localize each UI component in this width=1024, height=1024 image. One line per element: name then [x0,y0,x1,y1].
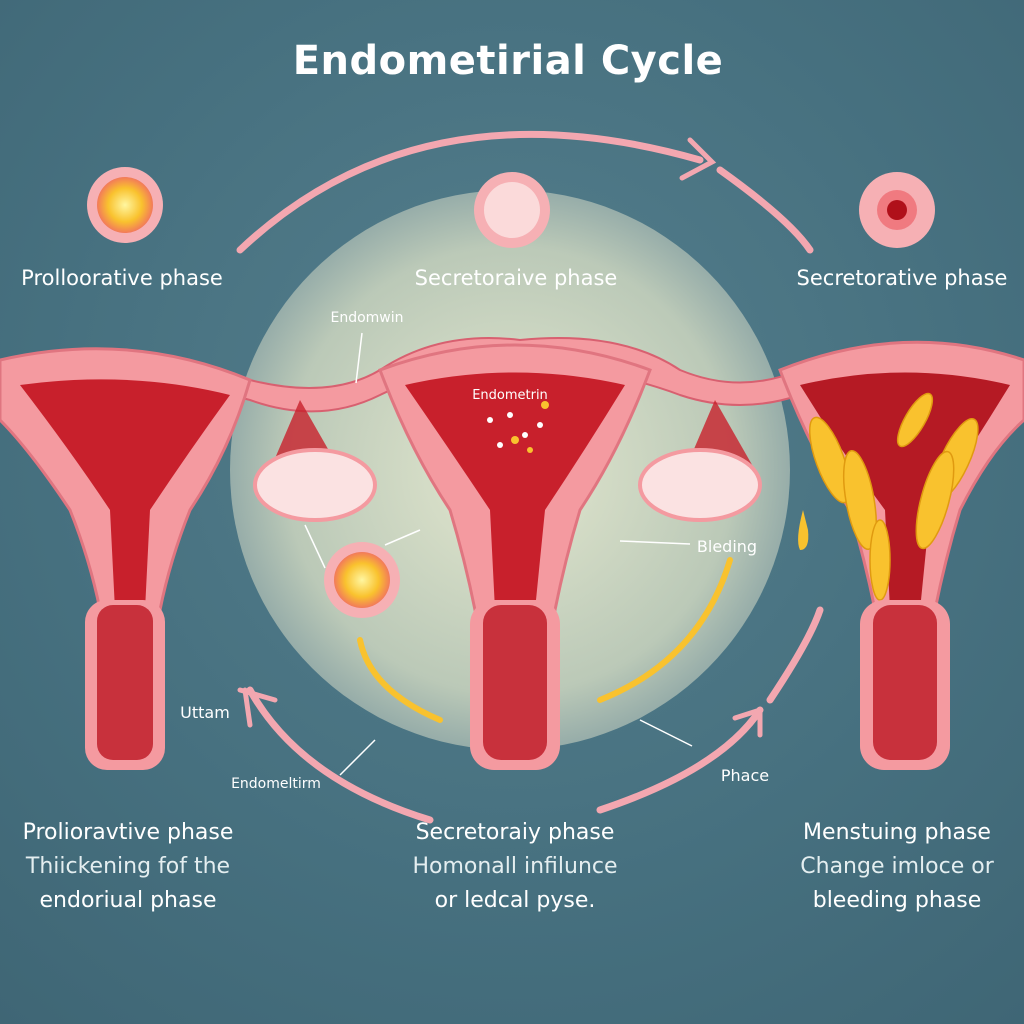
caption-line: Thiickening fof the [25,854,231,879]
bottom-caption-1: Prolioravtive phase Thiickening fof the … [23,816,234,918]
bottom-caption-3: Menstuing phase Change imloce or bleedin… [800,816,993,918]
top-phase-2: Secretoraive phase [414,266,618,290]
uterus-3 [778,340,1024,770]
caption-line: bleeding phase [812,888,982,913]
caption-line: Homonall infilunce [412,854,618,879]
cycle-arrows [236,130,824,824]
pointer-lines [304,332,693,776]
uterus-1 [0,347,252,770]
caption-heading: Menstuing phase [803,820,991,845]
label-endomwin: Endomwin [330,310,404,326]
label-endomeltirm: Endomeltirm [231,776,321,792]
label-uttam: Uttam [180,703,230,722]
uterus-2 [378,343,652,770]
label-bleding: Bleding [696,537,758,556]
ovaries [253,400,762,522]
label-phace: Phace [720,766,770,785]
caption-line: Change imloce or [800,854,994,879]
top-phase-3: Secretorative phase [796,266,1008,290]
caption-heading: Prolioravtive phase [22,820,234,845]
bottom-caption-2: Secretoraiy phase Homonall infilunce or … [412,816,617,918]
yellow-arcs [357,557,733,723]
caption-line: or ledcal pyse. [434,888,596,913]
follicle-icons [87,167,935,618]
page-title: Endometirial Cycle [292,38,724,84]
top-phase-1: Prolloorative phase [21,266,223,290]
label-endometrin: Endometrin [472,388,548,403]
caption-heading: Secretoraiy phase [415,820,615,845]
caption-line: endoriual phase [39,888,217,913]
